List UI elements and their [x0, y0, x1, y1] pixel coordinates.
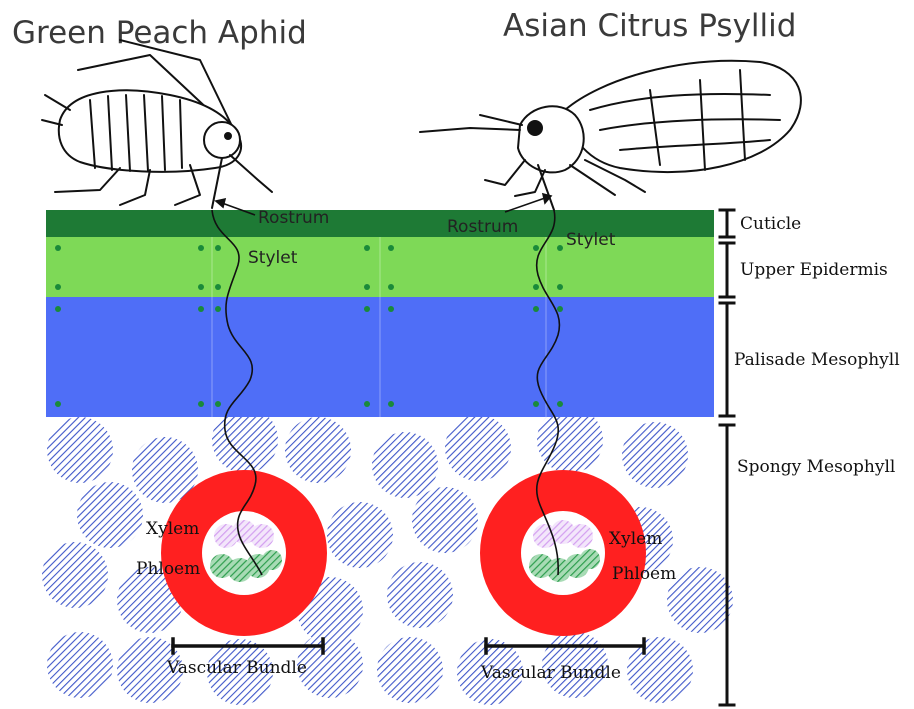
spongy-cell [372, 432, 438, 498]
aphid-phloem-label: Phloem [136, 559, 200, 579]
cell-dot [215, 284, 221, 290]
spongy-cell [42, 542, 108, 608]
cell-dot [55, 401, 61, 407]
cell-dot [533, 306, 539, 312]
cell-dot [364, 401, 370, 407]
cell-dot [198, 306, 204, 312]
palisade-mesophyll-label: Palisade Mesophyll [734, 350, 900, 370]
cell-dot [198, 284, 204, 290]
upper-epidermis-label: Upper Epidermis [740, 260, 888, 280]
aphid-illustration [42, 40, 272, 208]
title-green-peach-aphid: Green Peach Aphid [12, 15, 307, 51]
cuticle-label: Cuticle [740, 214, 801, 234]
spongy-cell [622, 422, 688, 488]
cell-dot [557, 401, 563, 407]
psyllid-xylem-label: Xylem [609, 529, 662, 549]
spongy-mesophyll-label: Spongy Mesophyll [737, 457, 895, 477]
vascular-bundle-left [182, 491, 306, 615]
cell-dot [198, 401, 204, 407]
cell-dot [533, 401, 539, 407]
spongy-cell [377, 637, 443, 703]
cell-dot [215, 306, 221, 312]
spongy-cell [47, 632, 113, 698]
psyllid-illustration [420, 61, 801, 210]
cell-dot [533, 245, 539, 251]
cell-dot [533, 284, 539, 290]
cell-dot [55, 245, 61, 251]
cell-dot [388, 306, 394, 312]
cell-dot [557, 306, 563, 312]
cell-dot [364, 306, 370, 312]
psyllid-phloem-label: Phloem [612, 564, 676, 584]
cell-dot [388, 401, 394, 407]
title-asian-citrus-psyllid: Asian Citrus Psyllid [503, 8, 796, 44]
cell-dot [55, 284, 61, 290]
cell-dot [364, 245, 370, 251]
spongy-cell [77, 482, 143, 548]
spongy-cell [47, 417, 113, 483]
spongy-cell [387, 562, 453, 628]
spongy-cell [285, 417, 351, 483]
spongy-cell [412, 487, 478, 553]
cell-dot [364, 284, 370, 290]
spongy-cell [667, 567, 733, 633]
layer-brackets [720, 210, 734, 705]
aphid-xylem-label: Xylem [146, 519, 199, 539]
cell-dot [215, 401, 221, 407]
psyllid-vascular-bundle-label: Vascular Bundle [480, 663, 621, 683]
aphid-stylet-label: Stylet [248, 248, 298, 268]
cell-dot [388, 284, 394, 290]
cell-dot [198, 245, 204, 251]
cell-dot [55, 306, 61, 312]
aphid-rostrum-label: Rostrum [258, 208, 329, 228]
cell-dot [557, 284, 563, 290]
spongy-cell [327, 502, 393, 568]
aphid-vascular-bundle-label: Vascular Bundle [166, 658, 307, 678]
spongy-cell [445, 415, 511, 481]
cell-dot [388, 245, 394, 251]
cell-dot [215, 245, 221, 251]
vascular-bundle-right [501, 491, 625, 615]
psyllid-rostrum-label: Rostrum [447, 217, 518, 237]
psyllid-stylet-label: Stylet [566, 230, 616, 250]
cell-dot [557, 245, 563, 251]
